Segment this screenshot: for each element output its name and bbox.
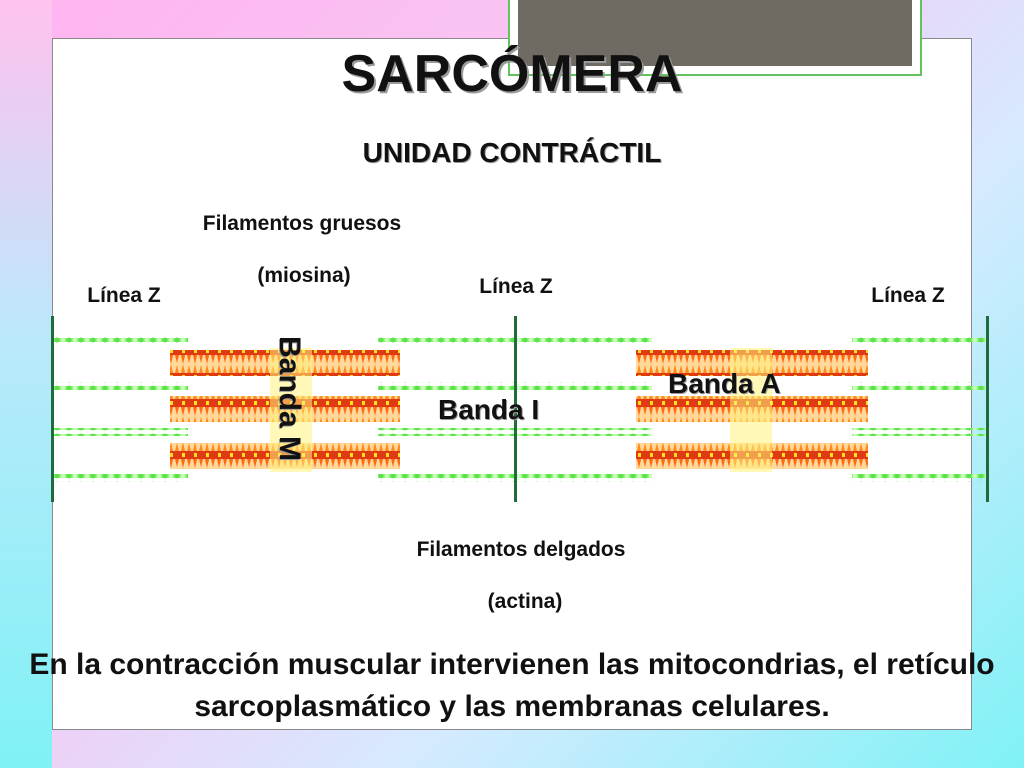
top-decorative-box — [508, 0, 922, 76]
z-line-right-label: Línea Z — [871, 284, 945, 307]
actin-filament — [54, 474, 188, 482]
slide-subtitle: UNIDAD CONTRÁCTIL — [362, 137, 662, 168]
band-m-label: Banda M — [273, 336, 306, 462]
z-line-left-label: Línea Z — [87, 284, 161, 307]
actin-filament — [852, 428, 986, 436]
actin-filament — [852, 382, 986, 390]
thin-filaments-label: Filamentos delgados — [416, 538, 626, 561]
slide-caption: En la contracción muscular intervienen l… — [29, 648, 995, 723]
thick-filaments-label: Filamentos gruesos — [202, 212, 402, 235]
z-line-right — [986, 316, 989, 502]
top-decorative-box-fill — [518, 0, 912, 66]
slide-title: SARCÓMERA — [341, 45, 683, 103]
z-line-center-label: Línea Z — [479, 275, 553, 298]
thin-filaments-sublabel: (actina) — [487, 590, 563, 613]
thick-filaments-sublabel: (miosina) — [257, 264, 351, 287]
z-line-left — [51, 316, 54, 502]
myosin-filaments — [170, 348, 868, 472]
actin-filament — [54, 335, 188, 343]
background-left-strip — [0, 0, 52, 768]
myosin-m-line-highlight — [270, 348, 312, 472]
band-a-label: Banda A — [668, 368, 781, 399]
myosin-m-line-highlight — [730, 348, 772, 472]
band-i-label: Banda I — [438, 394, 540, 425]
actin-filament — [852, 335, 986, 343]
actin-filament — [852, 474, 986, 482]
actin-filament — [54, 382, 188, 390]
actin-filament — [54, 428, 188, 436]
z-line-center — [514, 316, 517, 502]
z-lines — [51, 316, 989, 502]
